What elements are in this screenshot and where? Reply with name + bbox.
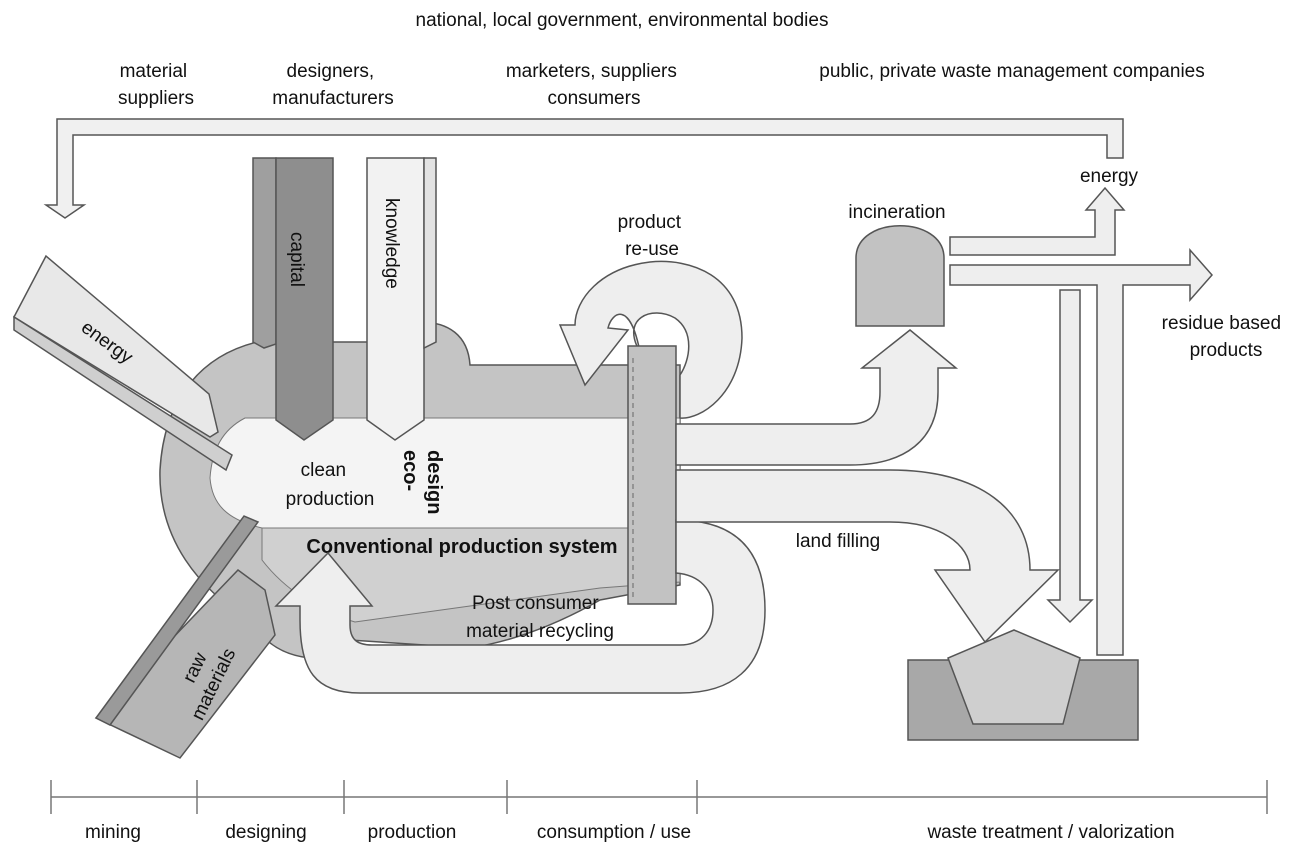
residue-line1: residue based [1162, 313, 1281, 334]
stakeholder-material-suppliers-line1: material [120, 61, 188, 82]
clean-production-line1: clean [301, 460, 346, 481]
product-reuse-loop [558, 260, 743, 419]
capital-pillar [275, 157, 334, 441]
stakeholder-marketers-line2: consumers [548, 88, 641, 109]
product-reuse-label: product re-use [618, 212, 687, 260]
raw-materials-pipe [94, 569, 276, 759]
knowledge-pillar [366, 157, 425, 441]
collector-bar [627, 345, 677, 605]
stakeholder-waste-companies-label: public, private waste management compani… [819, 61, 1204, 82]
clean-production-line2: production [286, 489, 375, 510]
recycling-line2: material recycling [466, 621, 614, 642]
down-to-landfill-arrow [1046, 289, 1094, 624]
landfill-flow [675, 469, 1060, 644]
product-reuse-line2: re-use [625, 239, 679, 260]
raw-materials-rod [94, 515, 260, 726]
landfill-mound [947, 629, 1081, 725]
stage-consumption-label: consumption / use [537, 822, 691, 843]
energy-input-pipe [13, 254, 219, 438]
land-filling-label: land filling [796, 531, 881, 552]
capital-pillar-back [252, 157, 277, 349]
stage-designing-label: designing [225, 822, 306, 843]
clean-production-label: clean production [286, 460, 375, 510]
incineration-flow [675, 329, 959, 466]
product-reuse-line1: product [618, 212, 682, 233]
recycling-line1: Post consumer [472, 593, 599, 614]
residue-label: residue based products [1162, 313, 1287, 361]
energy-residue-output [949, 186, 1126, 256]
conventional-system-label: Conventional production system [306, 536, 617, 558]
stakeholder-government-label: national, local government, environmenta… [416, 10, 829, 31]
recycling-label: Post consumer material recycling [466, 593, 614, 642]
stage-mining-label: mining [85, 822, 141, 843]
stakeholder-marketers-label: marketers, suppliers consumers [506, 61, 682, 109]
stage-production-label: production [368, 822, 457, 843]
feedback-bracket-arrow [43, 118, 1124, 219]
capital-label: capital [286, 232, 307, 287]
incinerator [855, 225, 945, 327]
residue-output-arrow [949, 248, 1213, 656]
stakeholder-designers-line2: manufacturers [272, 88, 393, 109]
residue-line2: products [1190, 340, 1263, 361]
stakeholder-material-suppliers-label: material suppliers [118, 61, 194, 109]
stage-waste-treatment-label: waste treatment / valorization [926, 822, 1174, 843]
energy-output-label: energy [1080, 166, 1139, 187]
eco-design-line2: design [423, 450, 445, 514]
recycling-loop [274, 519, 766, 694]
knowledge-label: knowledge [381, 198, 402, 289]
stakeholder-marketers-line1: marketers, suppliers [506, 61, 677, 82]
eco-design-line1: eco- [399, 450, 421, 491]
stakeholder-designers-label: designers, manufacturers [272, 61, 393, 109]
incineration-label: incineration [848, 202, 945, 223]
eco-design-label: eco- design [399, 450, 445, 514]
stakeholder-material-suppliers-line2: suppliers [118, 88, 194, 109]
energy-input-rod [13, 315, 233, 472]
stakeholder-designers-line1: designers, [287, 61, 375, 82]
knowledge-pillar-side [423, 157, 437, 350]
